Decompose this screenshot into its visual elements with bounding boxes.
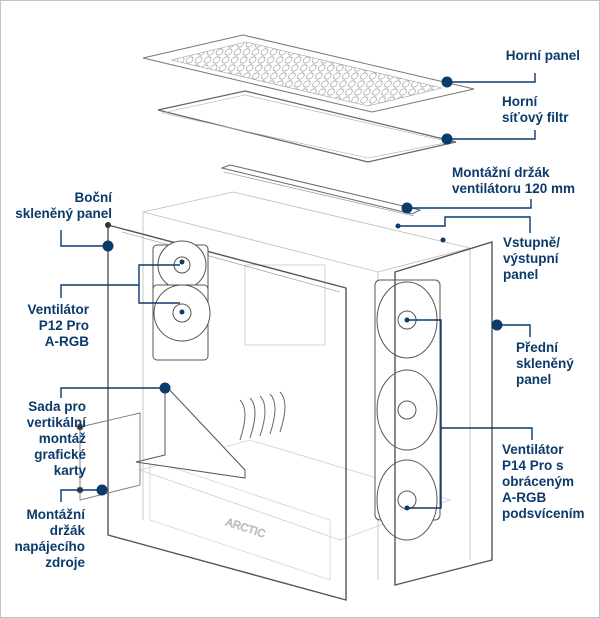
callout-fan-p12: Ventilátor P12 Pro A-RGB	[27, 302, 89, 349]
callout-side-glass: Boční skleněný panel	[15, 190, 112, 221]
top-panel-part	[142, 34, 475, 113]
side-glass-panel-part	[105, 222, 347, 601]
front-glass-panel-part	[394, 241, 493, 586]
fan-bracket-part	[220, 164, 422, 217]
gpu-vertical-mount-part	[135, 383, 286, 479]
callout-fan-p14: Ventilátor P14 Pro s obráceným A-RGB pod…	[502, 442, 585, 521]
callout-psu-bracket: Montážní držák napájecího zdroje	[14, 507, 85, 570]
callout-front-glass: Přední skleněný panel	[516, 340, 574, 387]
callout-io-panel: Vstupně/ výstupní panel	[503, 235, 561, 282]
callout-top-mesh-filter: Horní síťový filtr	[502, 94, 569, 125]
callout-dots	[96, 76, 503, 511]
callout-fan-bracket: Montážní držák ventilátoru 120 mm	[452, 165, 576, 196]
callout-gpu-kit: Sada pro vertikální montáž grafické kart…	[26, 399, 86, 478]
p14-fans	[374, 279, 441, 541]
leader-lines	[60, 73, 536, 509]
callout-top-panel: Horní panel	[505, 48, 580, 63]
p12-fans	[152, 240, 211, 361]
arctic-watermark: ARCTIC	[224, 516, 267, 540]
